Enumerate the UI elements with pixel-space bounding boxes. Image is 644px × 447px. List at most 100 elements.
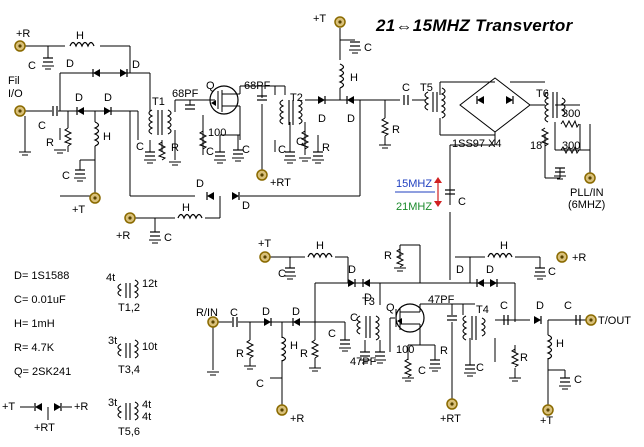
legend-diode: D= 1S1588 — [14, 270, 70, 282]
label-r-7: R — [300, 348, 308, 360]
legend-fet: Q= 2SK241 — [14, 366, 72, 378]
t34-primary-turns: 3t — [108, 335, 118, 347]
t12-primary-turns: 4t — [106, 272, 116, 284]
label-c-23: C — [574, 374, 582, 386]
legend-resistor: R= 4.7K — [14, 342, 55, 354]
label-plus-t-bottom: +T — [540, 415, 554, 427]
label-r100-1: 100 — [208, 127, 227, 139]
label-pll-in: PLL/IN — [570, 187, 604, 199]
label-r100-2: 100 — [396, 344, 415, 356]
label-d-10: D — [364, 292, 372, 304]
label-t6: T6 — [536, 88, 549, 100]
label-c-14: C — [548, 266, 556, 278]
legend-capacitor: C= 0.01uF — [14, 294, 66, 306]
label-h-7: H — [290, 340, 298, 352]
label-c-1: C — [28, 60, 36, 72]
upper-section — [25, 28, 591, 280]
label-r-8: R — [440, 345, 448, 357]
label-c-13: C — [278, 268, 286, 280]
diodes — [34, 68, 542, 412]
freq-switch-arrow — [395, 177, 442, 207]
page-title: 21⇔15MHZ Transvertor — [376, 16, 573, 35]
label-t5: T5 — [420, 82, 433, 94]
label-r-4: R — [392, 124, 400, 136]
label-d-4: D — [104, 92, 112, 104]
label-diode-quad: 1SS97 X4 — [452, 138, 502, 150]
switch-note-plus-rt: +RT — [34, 422, 55, 434]
label-t3: T3 — [362, 296, 375, 308]
label-r-1: R — [46, 137, 54, 149]
label-c-22: C — [564, 300, 572, 312]
label-c-9: C — [364, 42, 372, 54]
label-r300-2: 300 — [562, 140, 581, 152]
label-t-out: T/OUT — [598, 315, 631, 327]
label-d-11: D — [456, 264, 464, 276]
label-c-5: C — [206, 146, 214, 158]
label-d-13: D — [262, 306, 270, 318]
label-d-3: D — [75, 92, 83, 104]
t56-secondary-b-turns: 4t — [142, 411, 152, 423]
label-r-in: R/IN — [196, 307, 218, 319]
label-h-2: H — [103, 131, 111, 143]
label-47pf-2: 47PF — [428, 294, 455, 306]
t12-secondary-turns: 12t — [142, 278, 158, 290]
label-h-1: H — [76, 30, 84, 42]
label-d-8: D — [242, 200, 250, 212]
label-plus-rt-upper: +RT — [270, 177, 291, 189]
label-r-5: R — [384, 250, 392, 262]
label-68pf-1: 68PF — [172, 88, 199, 100]
t34-name: T3,4 — [118, 364, 141, 376]
label-c-18: C — [350, 312, 358, 324]
label-h-3: H — [350, 72, 358, 84]
label-d-7: D — [196, 178, 204, 190]
label-c-19: C — [418, 365, 426, 377]
label-c-4: C — [136, 141, 144, 153]
label-fil: Fil — [8, 75, 20, 87]
freq-label-15mhz: 15MHZ — [396, 178, 433, 190]
label-t1: T1 — [152, 96, 165, 108]
label-q-1: Q — [206, 80, 215, 92]
label-t4: T4 — [476, 304, 489, 316]
label-r-9: R — [520, 352, 528, 364]
label-h-8: H — [556, 338, 564, 350]
label-c-10: C — [402, 82, 410, 94]
label-h-4: H — [182, 202, 190, 214]
lower-section — [212, 244, 590, 410]
label-c-20: C — [476, 362, 484, 374]
label-plus-r-mid: +R — [116, 230, 131, 242]
switch-note-plus-r: +R — [74, 401, 89, 413]
label-plus-r-bottom: +R — [290, 413, 305, 425]
label-plus-r-lower: +R — [572, 252, 587, 264]
label-d-12: D — [486, 264, 494, 276]
label-c-16: C — [256, 378, 264, 390]
label-d-9: D — [348, 264, 356, 276]
label-d-14: D — [292, 306, 300, 318]
label-47pf-1: 47PF — [350, 356, 377, 368]
label-c-2: C — [38, 120, 46, 132]
label-d-2: D — [132, 59, 140, 71]
t56-primary-turns: 3t — [108, 397, 118, 409]
fet-q1 — [209, 85, 239, 115]
t56-name: T5,6 — [118, 426, 141, 438]
t12-name: T1,2 — [118, 302, 141, 314]
label-h-5: H — [316, 240, 324, 252]
label-c-12: C — [458, 196, 466, 208]
capacitors — [42, 41, 581, 383]
t56-secondary-a-turns: 4t — [142, 399, 152, 411]
label-c-7: C — [278, 144, 286, 156]
label-d-6: D — [347, 113, 355, 125]
label-plus-rt-bottom: +RT — [440, 413, 461, 425]
label-plus-t-left: +T — [72, 204, 86, 216]
label-c-11: C — [164, 232, 172, 244]
label-68pf-2: 68PF — [244, 80, 271, 92]
label-c-21: C — [500, 300, 508, 312]
label-d-15: D — [536, 300, 544, 312]
label-r-2: R — [171, 142, 179, 154]
label-r300-1: 300 — [562, 108, 581, 120]
label-r18: 18 — [530, 140, 543, 152]
label-c-3: C — [62, 170, 70, 182]
t34-secondary-turns: 10t — [142, 341, 158, 353]
label-plus-t-top: +T — [313, 13, 327, 25]
label-c-6: C — [242, 144, 250, 156]
